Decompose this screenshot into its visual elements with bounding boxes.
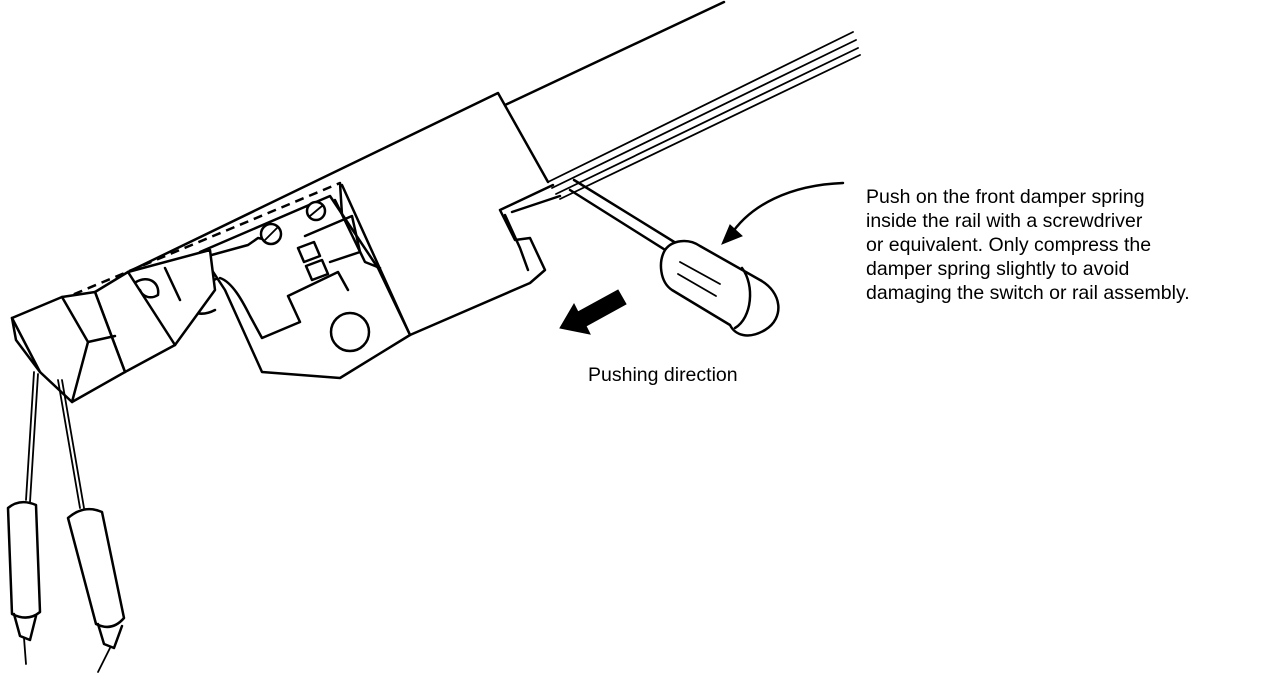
instruction-line: Push on the front damper spring bbox=[866, 186, 1145, 208]
instruction-line: damaging the switch or rail assembly. bbox=[866, 282, 1190, 304]
instruction-line: inside the rail with a screwdriver bbox=[866, 210, 1143, 232]
instruction-line: or equivalent. Only compress the bbox=[866, 234, 1152, 256]
pushing-direction-arrow bbox=[559, 289, 627, 335]
instruction-callout: Push on the front damper spring inside t… bbox=[866, 185, 1190, 305]
connector-housing bbox=[10, 248, 217, 404]
switch-bracket bbox=[176, 194, 412, 380]
screwdriver bbox=[568, 178, 780, 337]
callout-arrow bbox=[721, 181, 845, 245]
instruction-line: damper spring slightly to avoid bbox=[866, 258, 1130, 280]
wire-leads bbox=[6, 371, 126, 673]
rail-assembly bbox=[59, 0, 861, 337]
pushing-direction-label: Pushing direction bbox=[588, 364, 738, 386]
